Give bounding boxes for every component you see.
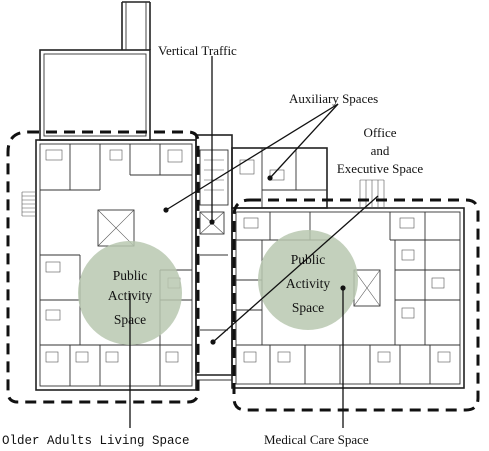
dot-auxiliary-2 (267, 175, 273, 181)
connector-plan (195, 134, 233, 376)
label-auxiliary-spaces: Auxiliary Spaces (289, 91, 378, 106)
top-annex (39, 1, 151, 141)
dot-office (210, 339, 216, 345)
label-older-adults: Older Adults Living Space (2, 434, 190, 448)
label-vertical-traffic: Vertical Traffic (158, 43, 237, 58)
label-office-line3: Executive Space (337, 161, 423, 176)
label-office-line1: Office (364, 125, 397, 140)
older-adults-zone (6, 130, 200, 404)
dot-auxiliary-1 (163, 207, 169, 213)
leader-office (212, 195, 379, 343)
right-wing-plan (231, 179, 465, 389)
dot-medical-care (340, 285, 346, 291)
public-activity-right-line3: Space (292, 300, 324, 315)
leader-auxiliary-1 (165, 103, 339, 211)
public-activity-right-line1: Public (291, 252, 326, 267)
label-medical-care: Medical Care Space (264, 432, 369, 447)
public-activity-right-circle (258, 230, 358, 330)
medical-care-zone (232, 198, 480, 412)
label-office-line2: and (371, 143, 390, 158)
public-activity-right-line2: Activity (286, 276, 330, 291)
public-activity-left-line1: Public (113, 268, 148, 283)
dot-vertical-traffic (209, 219, 215, 225)
leader-lines (129, 56, 379, 428)
leader-auxiliary-2 (269, 103, 339, 179)
bottom-connector (196, 374, 232, 381)
